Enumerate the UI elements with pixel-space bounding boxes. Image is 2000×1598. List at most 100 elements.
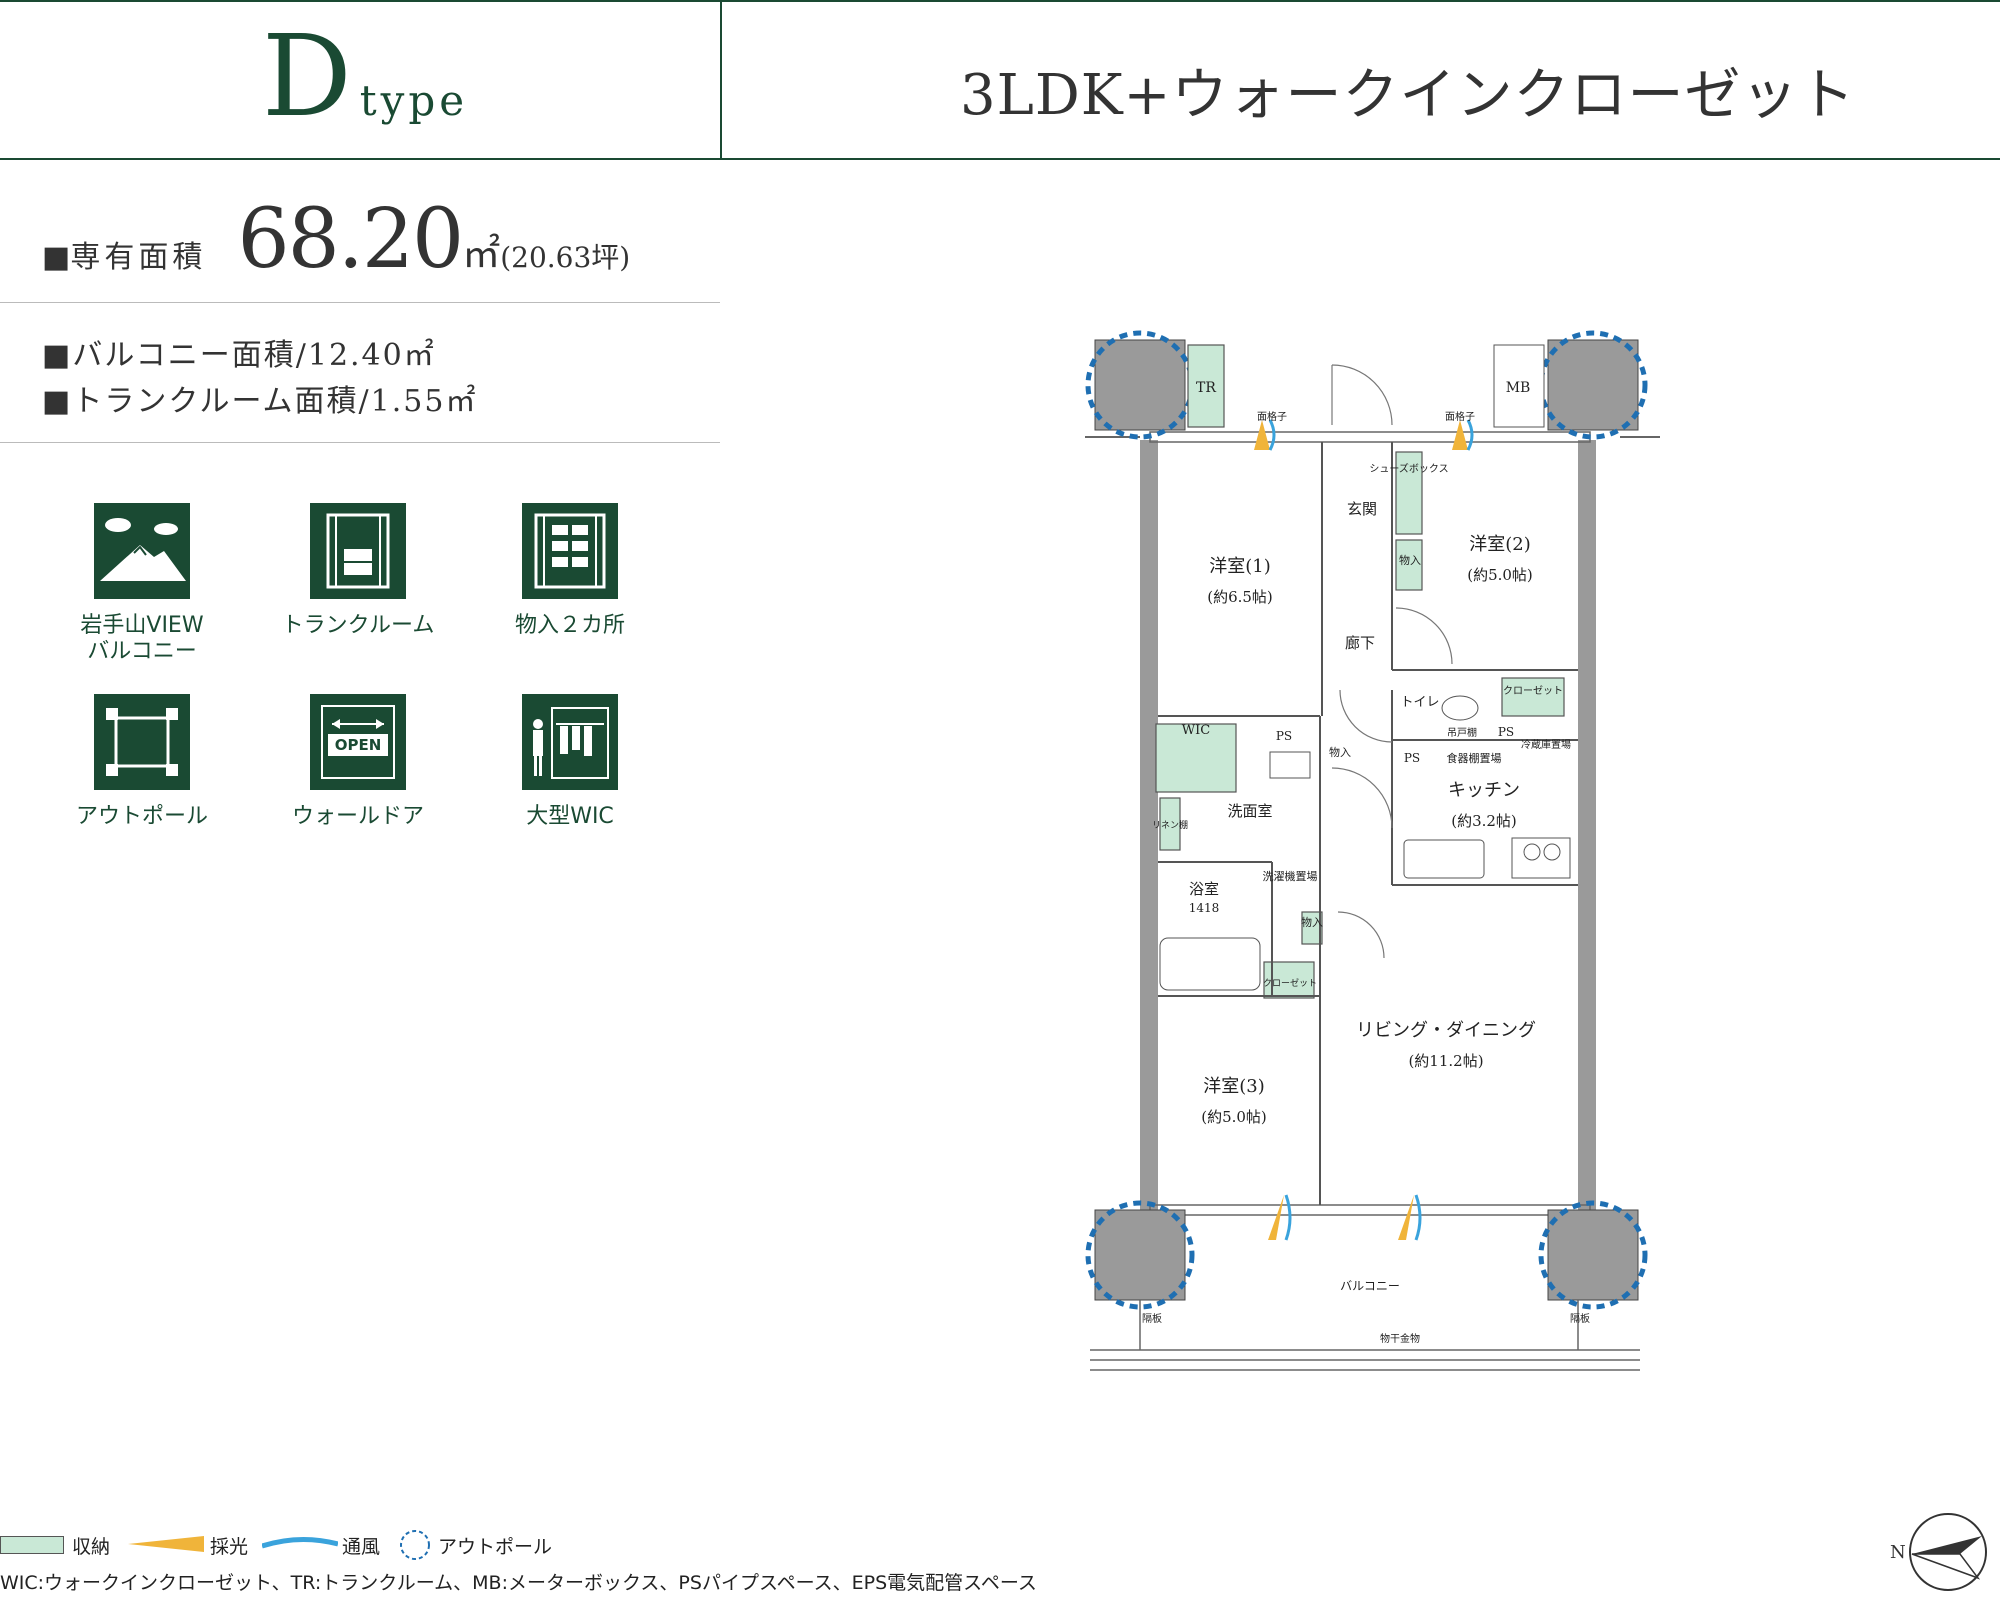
legend-storage: 収納 — [72, 1536, 111, 1558]
south-wall — [1149, 1204, 1591, 1216]
west-wall — [1140, 440, 1158, 1220]
hallway-label: 廊下 — [1345, 634, 1375, 652]
bed2-label: 洋室(2) — [1469, 534, 1531, 555]
linen-shelf — [1159, 797, 1181, 851]
meter-box — [1493, 344, 1545, 428]
walk-in-closet-icon — [522, 694, 618, 790]
north-wall — [1149, 431, 1591, 443]
compass-north: N — [1890, 1542, 1906, 1563]
wic — [1155, 723, 1237, 793]
kitchen-sink — [1403, 839, 1485, 879]
header-bottom-rule — [0, 158, 2000, 160]
feature-wall-door: OPEN ウォールドア — [268, 694, 448, 830]
top-rule — [0, 0, 2000, 2]
monoire-label-3: 物入 — [1329, 745, 1351, 759]
plan-title: 3LDK+ウォークインクローゼット — [960, 63, 1856, 128]
bath-label: 浴室 — [1189, 880, 1219, 898]
ps-label-3: PS — [1498, 725, 1514, 739]
mountain-icon — [94, 503, 190, 599]
entrance-label: 玄関 — [1347, 500, 1377, 518]
area-tsubo: (20.63坪) — [500, 241, 631, 274]
mengoshi-label-1: 面格子 — [1257, 410, 1287, 423]
mengoshi-label-2: 面格子 — [1445, 410, 1475, 423]
legend-footnote: WIC:ウォークインクローゼット、TR:トランクルーム、MB:メーターボックス、… — [0, 1572, 1037, 1594]
legend-light: 採光 — [210, 1536, 249, 1558]
balcony-label: バルコニー — [1340, 1279, 1400, 1293]
type-word: type — [359, 76, 469, 125]
partition-label-2: 隔板 — [1570, 1312, 1590, 1325]
compass-icon — [1909, 1513, 1987, 1591]
feature-storage: 物入２カ所 — [480, 503, 660, 639]
closet-entry — [1395, 539, 1423, 591]
linen-label: リネン棚 — [1152, 819, 1188, 831]
feature-mountain-view: 岩手山VIEW バルコニー — [52, 503, 232, 665]
area-row: ■専有面積 68.20㎡(20.63坪) — [42, 192, 630, 287]
outpole-swatch — [400, 1530, 430, 1560]
hoshi-label: 物干金物 — [1380, 1332, 1420, 1345]
feature-label: 物入２カ所 — [514, 613, 625, 638]
monoire-label-1: 物入 — [1399, 553, 1421, 567]
pole-ne — [1547, 339, 1639, 431]
wind-swatch — [262, 1536, 338, 1549]
area-value: 68.20 — [237, 192, 464, 287]
storage-ldk — [1301, 911, 1323, 945]
stove — [1511, 837, 1571, 879]
feature-label: アウトポール — [75, 804, 208, 829]
open-door-icon: OPEN — [310, 694, 406, 790]
bed3-size: (約5.0帖) — [1201, 1108, 1267, 1126]
closet-label-1: クローゼット — [1503, 685, 1563, 697]
wash-basin — [1269, 751, 1311, 779]
tr-label: TR — [1196, 380, 1216, 396]
bed3-label: 洋室(3) — [1203, 1076, 1265, 1097]
closet-bed2 — [1501, 677, 1565, 717]
shelves-icon — [522, 503, 618, 599]
trunk-area: ■トランクルーム面積/1.55㎡ — [42, 384, 478, 419]
area-marker: ■ — [42, 240, 71, 275]
monoire-label-2: 物入 — [1301, 915, 1323, 929]
header-divider — [720, 0, 722, 160]
wic-label: WIC — [1182, 723, 1210, 738]
ps-label-1: PS — [1276, 729, 1292, 743]
kitchen-size: (約3.2帖) — [1451, 812, 1517, 830]
washroom-label: 洗面室 — [1227, 802, 1272, 820]
pole-nw — [1094, 339, 1186, 431]
shokki-label: 食器棚置場 — [1447, 751, 1502, 765]
shoes-label: シューズボックス — [1369, 462, 1448, 475]
partition-label-1: 隔板 — [1142, 1312, 1162, 1325]
open-badge: OPEN — [334, 736, 382, 754]
bed2-size: (約5.0帖) — [1467, 566, 1533, 584]
light-swatch — [128, 1536, 204, 1552]
area-divider-2 — [0, 442, 720, 443]
trunk-room — [1187, 344, 1225, 428]
east-wall — [1578, 440, 1596, 1220]
type-letter: D — [262, 12, 352, 142]
pole-sw — [1094, 1209, 1186, 1301]
closet-label-2: クローゼット — [1263, 977, 1317, 989]
storage-swatch — [0, 1536, 64, 1554]
area-label: 専有面積 — [70, 240, 207, 275]
floor-plan: 洋室(1) (約6.5帖) 洋室(2) (約5.0帖) 洋室(3) (約5.0帖… — [1085, 330, 1660, 1371]
legend-wind: 通風 — [342, 1536, 381, 1558]
bath-size: 1418 — [1189, 901, 1220, 915]
bed1-size: (約6.5帖) — [1207, 588, 1273, 606]
ps-label-2: PS — [1404, 751, 1420, 765]
feature-label: トランクルーム — [281, 613, 435, 638]
bathtub — [1159, 937, 1261, 991]
pole-se — [1547, 1209, 1639, 1301]
trunk-room-icon — [310, 503, 406, 599]
feature-large-wic: 大型WIC — [480, 694, 660, 830]
feature-outpole: アウトポール — [52, 694, 232, 830]
shoe-box — [1395, 451, 1423, 535]
balcony-area: ■バルコニー面積/12.40㎡ — [42, 338, 436, 373]
toilet-label: トイレ — [1400, 695, 1439, 710]
bed1-label: 洋室(1) — [1209, 556, 1271, 577]
ldk-size: (約11.2帖) — [1408, 1052, 1483, 1070]
washer-label: 洗濯機置場 — [1263, 869, 1318, 883]
fridge-label: 冷蔵庫置場 — [1521, 738, 1571, 751]
toilet-bowl — [1441, 695, 1479, 721]
feature-label: 大型WIC — [526, 804, 614, 829]
kitchen-label: キッチン — [1448, 780, 1520, 801]
mb-label: MB — [1506, 380, 1531, 396]
feature-label: ウォールドア — [291, 804, 424, 829]
ldk-label: リビング・ダイニング — [1356, 1020, 1536, 1041]
